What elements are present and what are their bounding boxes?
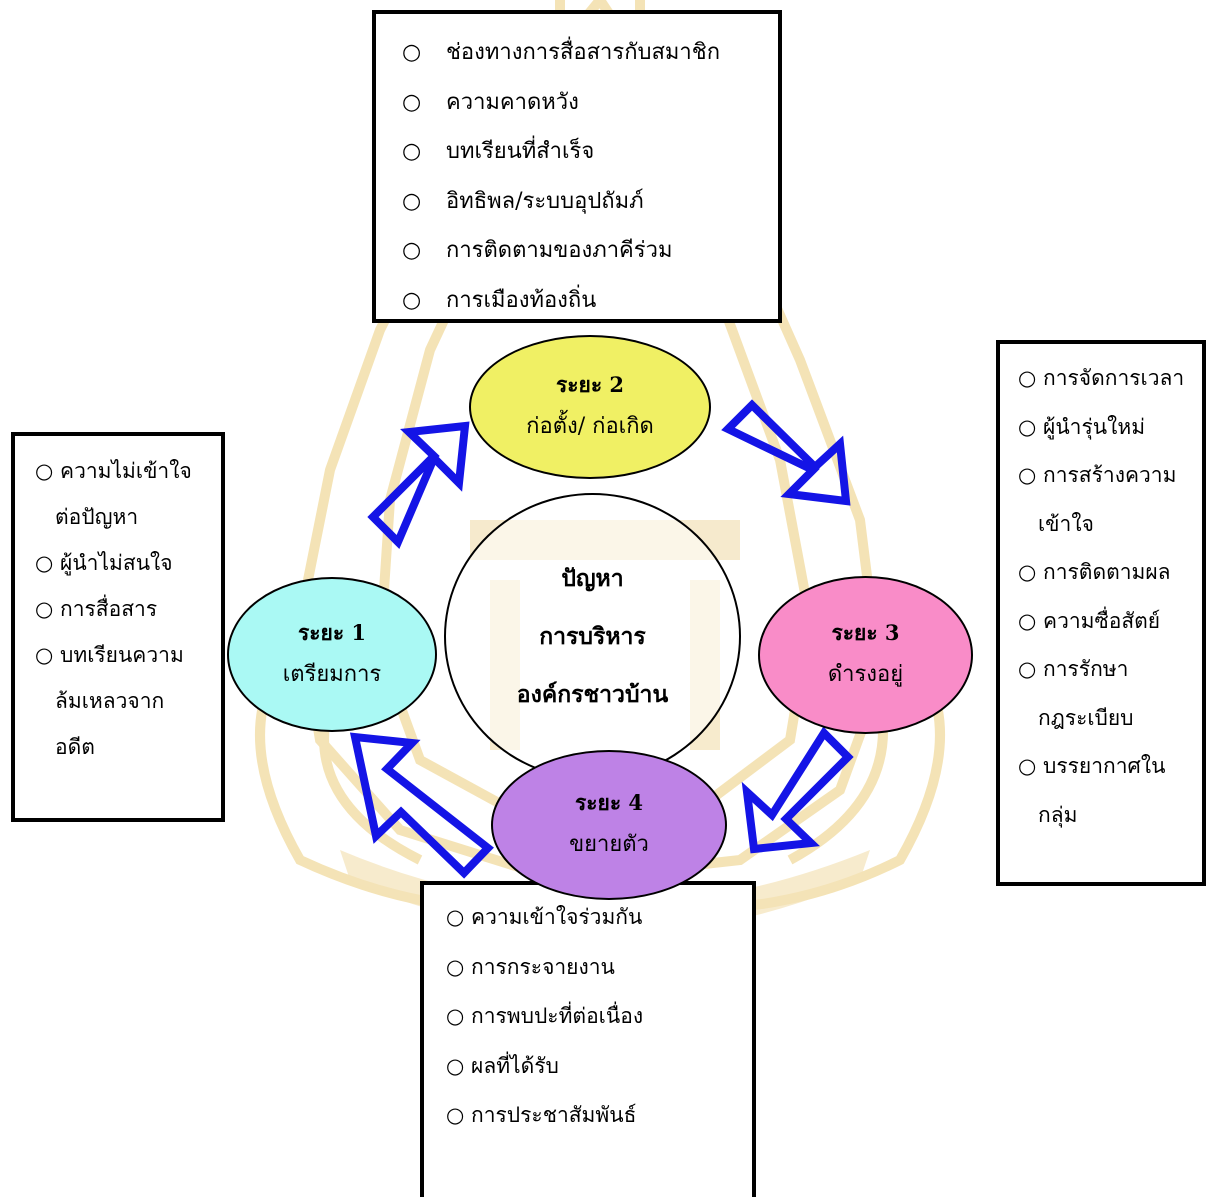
bullet-icon: ○ — [1018, 560, 1037, 584]
list-item-continued: กฎระเบียบ — [1038, 705, 1134, 730]
bullet-icon: ○ — [402, 139, 422, 164]
phase1-node: ระยะ 1 เตรียมการ — [227, 577, 437, 732]
phase2-node: ระยะ 2 ก่อตั้ง/ ก่อเกิด — [469, 335, 711, 479]
bullet-icon: ○ — [35, 597, 54, 621]
list-item: ○ การกระจายงาน — [446, 943, 752, 993]
bullet-icon: ○ — [1018, 414, 1037, 439]
phase3-node: ระยะ 3 ดำรงอยู่ — [758, 576, 973, 734]
list-item: ○ การรักษา — [1018, 645, 1202, 694]
center-title-line1: ปัญหา — [561, 564, 624, 592]
center-title-line3: องค์กรชาวบ้าน — [516, 680, 669, 708]
list-item: ○ การสร้างความ — [1018, 451, 1202, 500]
bullet-icon: ○ — [402, 40, 422, 65]
arrow-p2-to-p3 — [721, 399, 851, 506]
bullet-icon: ○ — [446, 1053, 465, 1078]
list-item: ○ การพบปะที่ต่อเนื่อง — [446, 992, 752, 1042]
arrow-p4-to-p1 — [349, 732, 494, 879]
arrow-p3-to-p4 — [741, 726, 854, 854]
phase3-factors-box: ○ การจัดการเวลา ○ ผู้นำรุ่นใหม่ ○ การสร้… — [996, 340, 1206, 886]
list-item: ○บทเรียนที่สำเร็จ — [402, 127, 778, 177]
list-item: ○ ความไม่เข้าใจ — [35, 448, 221, 494]
list-item-continued: ต่อปัญหา — [55, 505, 139, 529]
phase4-factors-box: ○ ความเข้าใจร่วมกัน ○ การกระจายงาน ○ การ… — [420, 881, 756, 1197]
bullet-icon: ○ — [446, 1103, 465, 1127]
list-item-continued: ล้มเหลวจาก — [55, 689, 165, 713]
bullet-icon: ○ — [446, 905, 465, 929]
list-item: ○ บทเรียนความ — [35, 632, 221, 678]
list-item: ○ความคาดหวัง — [402, 78, 778, 128]
phase1-label: ระยะ 1 — [297, 619, 367, 645]
bullet-icon: ○ — [402, 287, 422, 313]
phase4-label: ระยะ 4 — [574, 790, 644, 815]
list-item: ○ช่องทางการสื่อสารกับสมาชิก — [402, 28, 778, 78]
bullet-icon: ○ — [1018, 463, 1037, 487]
phase1-name: เตรียมการ — [282, 661, 382, 687]
list-item-continued: อดีต — [55, 735, 95, 759]
bullet-icon: ○ — [1018, 657, 1037, 681]
center-title-line2: การบริหาร — [539, 622, 646, 650]
phase2-factors-box: ○ช่องทางการสื่อสารกับสมาชิก ○ความคาดหวัง… — [372, 10, 782, 323]
phase2-name: ก่อตั้ง/ ก่อเกิด — [526, 414, 654, 439]
phase4-name: ขยายตัว — [569, 832, 649, 857]
list-item-continued: เข้าใจ — [1038, 511, 1094, 536]
bullet-icon: ○ — [35, 551, 54, 575]
bullet-icon: ○ — [402, 89, 422, 115]
list-item: ○ บรรยากาศใน — [1018, 742, 1202, 791]
list-item: ○ ผลที่ได้รับ — [446, 1042, 752, 1092]
bullet-icon: ○ — [446, 954, 465, 979]
bullet-icon: ○ — [402, 188, 422, 214]
center-problem-node: ปัญหา การบริหาร องค์กรชาวบ้าน — [444, 493, 741, 780]
list-item: ○ ความเข้าใจร่วมกัน — [446, 893, 752, 943]
list-item: ○ ผู้นำไม่สนใจ — [35, 540, 221, 586]
list-item-continued: กลุ่ม — [1038, 802, 1078, 827]
phase2-label: ระยะ 2 — [555, 372, 625, 397]
bullet-icon: ○ — [1018, 608, 1037, 633]
bullet-icon: ○ — [1018, 366, 1037, 390]
bullet-icon: ○ — [1018, 754, 1037, 778]
list-item: ○ ผู้นำรุ่นใหม่ — [1018, 403, 1202, 452]
list-item: ○อิทธิพล/ระบบอุปถัมภ์ — [402, 177, 778, 227]
phase4-node: ระยะ 4 ขยายตัว — [491, 750, 727, 900]
phase1-factors-box: ○ ความไม่เข้าใจ ต่อปัญหา ○ ผู้นำไม่สนใจ … — [11, 432, 225, 822]
bullet-icon: ○ — [402, 238, 422, 263]
list-item: ○ การจัดการเวลา — [1018, 354, 1202, 403]
bullet-icon: ○ — [35, 643, 54, 667]
bullet-icon: ○ — [35, 459, 54, 483]
list-item: ○การเมืองท้องถิ่น — [402, 276, 778, 326]
list-item: ○ การติดตามผล — [1018, 548, 1202, 597]
list-item: ○ การประชาสัมพันธ์ — [446, 1091, 752, 1141]
bullet-icon: ○ — [446, 1004, 465, 1028]
list-item: ○ ความซื่อสัตย์ — [1018, 597, 1202, 646]
arrow-p1-to-p2 — [367, 421, 470, 550]
phase3-name: ดำรงอยู่ — [827, 662, 904, 687]
list-item: ○ การสื่อสาร — [35, 586, 221, 632]
phase3-label: ระยะ 3 — [831, 620, 900, 645]
list-item: ○การติดตามของภาคีร่วม — [402, 226, 778, 276]
